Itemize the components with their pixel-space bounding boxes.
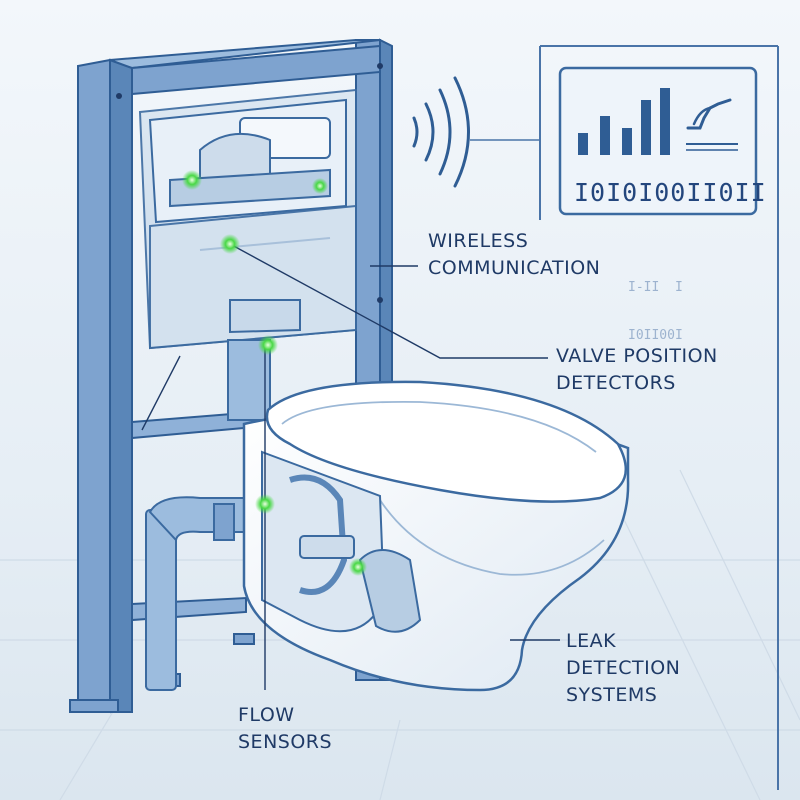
cistern bbox=[138, 88, 357, 350]
sensor-dot bbox=[182, 170, 202, 190]
label-line: COMMUNICATION bbox=[428, 257, 601, 279]
sensor-dot bbox=[220, 234, 240, 254]
binary-faint-line: I0II00I bbox=[628, 328, 683, 343]
wireless-signal-icon bbox=[412, 76, 470, 188]
label-wireless-communication: WIRELESS COMMUNICATION bbox=[428, 228, 600, 282]
sensor-dot bbox=[312, 178, 328, 194]
bowl-cutaway bbox=[261, 450, 422, 633]
sensor-dot bbox=[255, 494, 275, 514]
binary-faint-readout: I-II I I0II00I bbox=[628, 248, 683, 376]
label-line: FLOW bbox=[238, 704, 295, 726]
binary-readout: I0I0I00II0II bbox=[574, 178, 767, 207]
sensor-dot bbox=[349, 558, 367, 576]
binary-faint-line: I-II I bbox=[628, 280, 683, 295]
label-flow-sensors: FLOW SENSORS bbox=[238, 702, 332, 756]
pipes bbox=[145, 339, 271, 691]
label-line: SYSTEMS bbox=[566, 684, 658, 706]
label-leak-detection-systems: LEAK DETECTION SYSTEMS bbox=[566, 628, 680, 709]
sensor-dot bbox=[258, 335, 278, 355]
floor-tiles bbox=[0, 469, 800, 800]
data-panel-icon bbox=[558, 66, 758, 216]
label-line: LEAK bbox=[566, 630, 617, 652]
label-valve-position-detectors: VALVE POSITION DETECTORS bbox=[556, 343, 718, 397]
leader-lines bbox=[141, 243, 560, 690]
label-line: DETECTORS bbox=[556, 372, 676, 394]
label-line: WIRELESS bbox=[428, 230, 529, 252]
label-line: DETECTION bbox=[566, 657, 681, 679]
sensor-dots bbox=[182, 170, 367, 576]
label-line: VALVE POSITION bbox=[556, 345, 718, 367]
label-line: SENSORS bbox=[238, 731, 333, 753]
